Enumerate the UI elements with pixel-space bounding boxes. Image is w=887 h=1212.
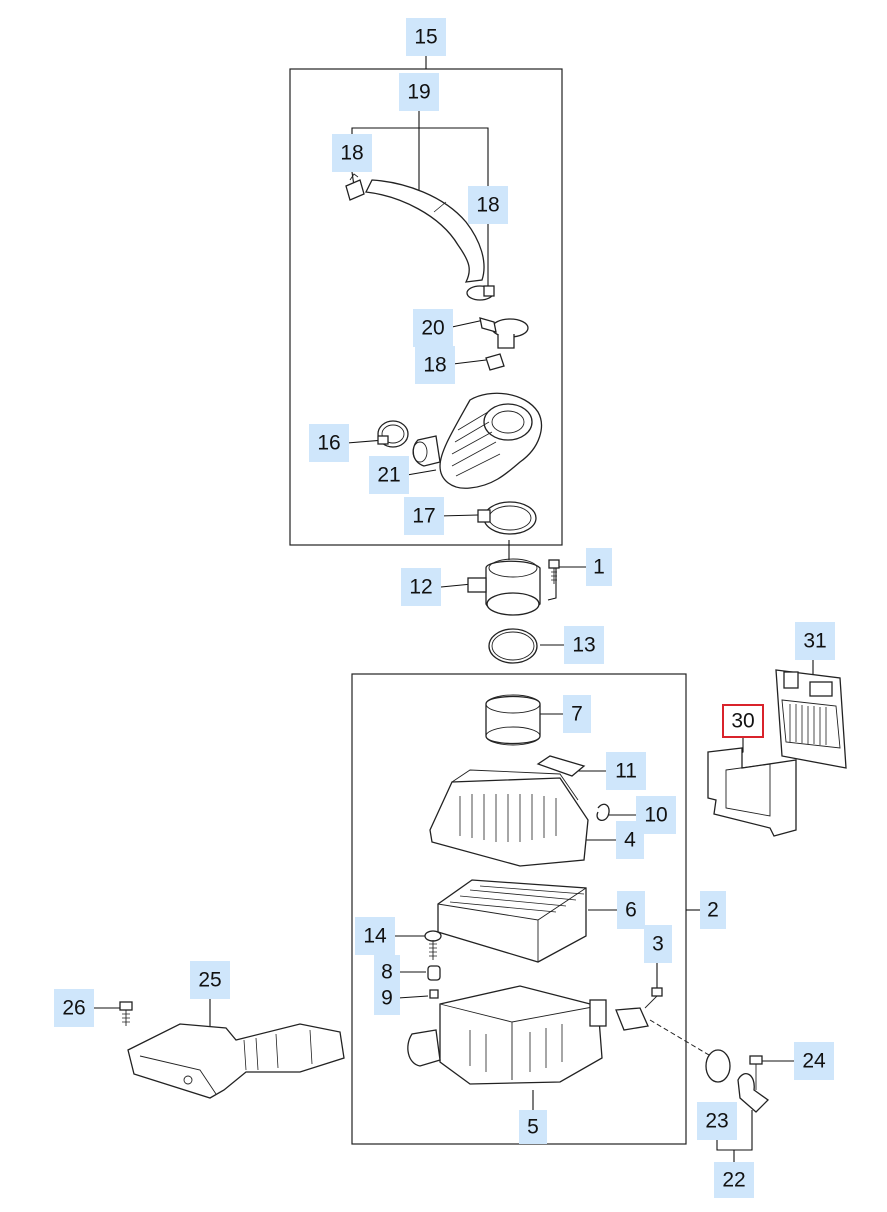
callout-labels: 15 19 18 18 20 18 16 21 17 1 12 13 31 30… (54, 18, 835, 1198)
callout-26: 26 (62, 997, 85, 1020)
hose-clamp-part (345, 173, 365, 201)
bracket-part (615, 987, 663, 1031)
intake-hose-part (412, 392, 543, 489)
callout-25: 25 (198, 969, 221, 992)
hose-clamp-part (485, 353, 505, 371)
hose-clamp-part (377, 420, 409, 448)
air-flow-sensor-part (467, 558, 541, 616)
clip-part (596, 803, 610, 821)
callout-20: 20 (421, 317, 444, 340)
callout-22: 22 (722, 1169, 745, 1192)
callout-18-middle: 18 (423, 354, 446, 377)
callout-15: 15 (414, 26, 437, 49)
grommet-part (427, 965, 441, 981)
hose-clamp-part (477, 501, 537, 535)
callout-8: 8 (381, 961, 393, 984)
mounting-bracket-part (737, 1073, 770, 1113)
gasket-ring-part (488, 628, 538, 664)
air-cleaner-body-part (407, 985, 607, 1085)
callout-19: 19 (407, 81, 430, 104)
bolt-part (749, 1055, 763, 1090)
screw-part (548, 559, 560, 584)
callout-23: 23 (705, 1110, 728, 1133)
pcv-nipple-part (479, 317, 529, 349)
duct-part (485, 694, 541, 746)
pin-part (429, 989, 439, 999)
callout-3: 3 (652, 933, 664, 956)
callout-2: 2 (707, 899, 719, 922)
callout-10: 10 (644, 804, 667, 827)
callout-18-upper-left: 18 (340, 142, 363, 165)
callout-18-upper-right: 18 (476, 194, 499, 217)
callout-1: 1 (593, 556, 605, 579)
callout-30: 30 (731, 710, 754, 733)
callout-12: 12 (409, 576, 432, 599)
air-cleaner-cover-part (429, 769, 589, 867)
resonator-duct-part (127, 1023, 345, 1099)
callout-6: 6 (625, 899, 637, 922)
air-filter-part (437, 879, 587, 963)
hose-clamp-part (466, 285, 495, 301)
upper-assembly-frame (289, 68, 563, 546)
callout-16: 16 (317, 432, 340, 455)
callout-5: 5 (527, 1116, 539, 1139)
callout-11: 11 (615, 760, 637, 783)
label-part (536, 755, 586, 777)
ecu-module-part (775, 669, 847, 769)
bracket-plate-part (707, 747, 797, 837)
callout-9: 9 (381, 987, 393, 1010)
callout-7: 7 (571, 703, 583, 726)
callout-21: 21 (377, 464, 400, 487)
callout-17: 17 (412, 505, 435, 528)
callout-4: 4 (624, 829, 636, 852)
callout-13: 13 (572, 634, 595, 657)
callout-14: 14 (363, 925, 387, 948)
mounting-grommet-part (705, 1049, 731, 1083)
bolt-part (119, 1001, 133, 1026)
callout-31: 31 (803, 630, 826, 653)
breather-hose-part (365, 179, 485, 283)
bolt-part (424, 930, 442, 960)
callout-24: 24 (802, 1050, 826, 1073)
